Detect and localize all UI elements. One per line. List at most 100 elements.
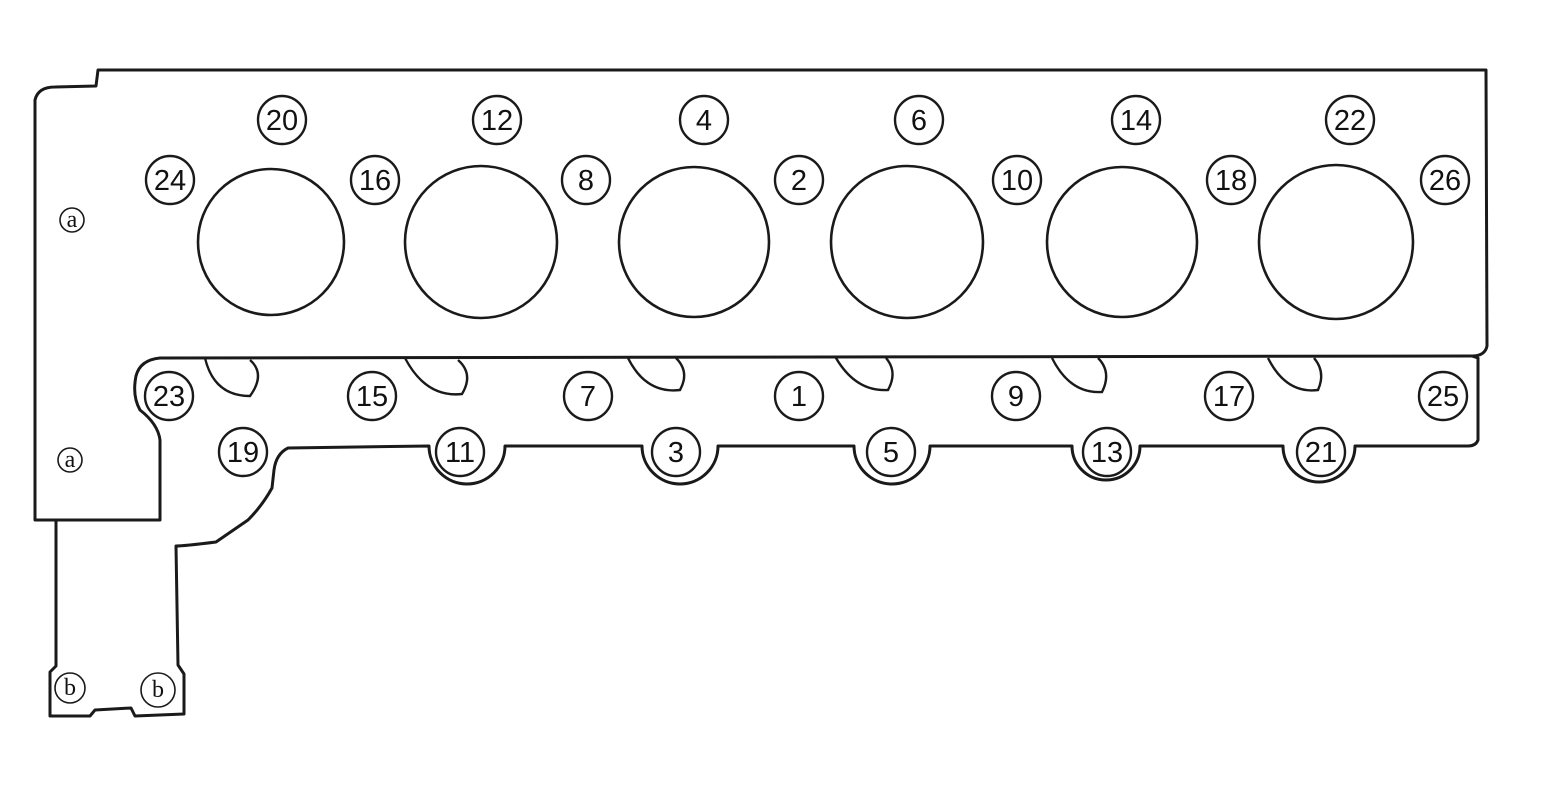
- bolt-circle: [773, 154, 825, 206]
- bolt-sequence: 1234567891011121314151617181920212223242…: [143, 94, 1471, 478]
- bolt-number-label: 16: [359, 165, 391, 197]
- bolt-6: 6: [893, 94, 945, 146]
- bolt-9: 9: [990, 370, 1042, 422]
- bolt-number-label: 2: [791, 165, 807, 197]
- bolt-circle: [217, 426, 269, 478]
- bolt-22: 22: [1324, 94, 1376, 146]
- dowel-label: a: [65, 447, 76, 473]
- dowel-marks: a a b b: [54, 207, 176, 708]
- bolt-circle: [1110, 94, 1162, 146]
- port-slot: [834, 357, 894, 392]
- bolt-circle: [1205, 154, 1257, 206]
- bolt-20: 20: [256, 94, 308, 146]
- port-slot: [1050, 357, 1108, 394]
- lower-flange-outline: [48, 354, 1480, 718]
- cylinder-bores: [196, 163, 1415, 321]
- bore-3: [617, 165, 771, 319]
- dowel-circle: [140, 672, 176, 708]
- port-slot: [203, 357, 260, 398]
- bore-6: [1257, 163, 1415, 321]
- dowel-a: a: [59, 207, 85, 233]
- bolt-number-label: 23: [153, 381, 185, 413]
- bolt-number-label: 10: [1001, 165, 1033, 197]
- bolt-number-label: 11: [445, 437, 475, 469]
- bolt-number-label: 7: [580, 381, 596, 413]
- bolt-16: 16: [349, 154, 401, 206]
- bolt-23: 23: [143, 370, 195, 422]
- bolt-number-label: 26: [1429, 165, 1461, 197]
- dowel-a: a: [57, 447, 83, 473]
- bolt-1: 1: [773, 370, 825, 422]
- bore-2: [403, 164, 559, 320]
- bolt-circle: [560, 154, 612, 206]
- bolt-number-label: 25: [1427, 381, 1459, 413]
- bolt-12: 12: [471, 94, 523, 146]
- bolt-21: 21: [1295, 426, 1347, 478]
- bolt-number-label: 4: [696, 105, 712, 137]
- dowel-label: b: [152, 677, 164, 703]
- bolt-number-label: 12: [481, 105, 513, 137]
- dowel-circle: [54, 672, 86, 704]
- bolt-circle: [1417, 370, 1469, 422]
- bolt-number-label: 20: [266, 105, 298, 137]
- bolt-17: 17: [1203, 370, 1255, 422]
- bolt-number-label: 18: [1215, 165, 1247, 197]
- bolt-number-label: 17: [1213, 381, 1245, 413]
- port-slots: [203, 357, 1323, 398]
- bolt-number-label: 14: [1120, 105, 1152, 137]
- bolt-circle: [434, 426, 486, 478]
- bore-5: [1045, 165, 1199, 319]
- bolt-circle: [990, 370, 1042, 422]
- bolt-number-label: 1: [791, 381, 807, 413]
- dowel-label: b: [64, 675, 76, 701]
- bolt-circle: [346, 370, 398, 422]
- bore-4: [829, 164, 985, 320]
- bolt-circle: [144, 154, 196, 206]
- bolt-number-label: 24: [154, 165, 186, 197]
- bolt-number-label: 3: [668, 437, 684, 469]
- bolt-number-label: 21: [1305, 437, 1337, 469]
- bolt-13: 13: [1081, 426, 1133, 478]
- bolt-3: 3: [650, 426, 702, 478]
- bolt-circle: [893, 94, 945, 146]
- bolt-2: 2: [773, 154, 825, 206]
- bolt-number-label: 9: [1008, 381, 1024, 413]
- bolt-circle: [1324, 94, 1376, 146]
- dowel-circle: [57, 447, 83, 473]
- bolt-7: 7: [562, 370, 614, 422]
- bolt-circle: [991, 154, 1043, 206]
- port-slot: [626, 357, 686, 392]
- bolt-circle: [650, 426, 702, 478]
- bolt-number-label: 22: [1334, 105, 1366, 137]
- dowel-circle: [59, 207, 85, 233]
- bolt-number-label: 6: [911, 105, 927, 137]
- bolt-circle: [1295, 426, 1347, 478]
- bolt-circle: [865, 426, 917, 478]
- bolt-circle: [562, 370, 614, 422]
- bolt-15: 15: [346, 370, 398, 422]
- bolt-24: 24: [144, 154, 196, 206]
- bolt-circle: [773, 370, 825, 422]
- bolt-circle: [256, 94, 308, 146]
- bore-1: [196, 167, 346, 317]
- bolt-circle: [1419, 154, 1471, 206]
- bolt-circle: [349, 154, 401, 206]
- dowel-label: a: [67, 207, 78, 233]
- bolt-circle: [1203, 370, 1255, 422]
- bolt-18: 18: [1205, 154, 1257, 206]
- port-slot: [403, 357, 469, 396]
- bolt-number-label: 5: [883, 437, 899, 469]
- bolt-14: 14: [1110, 94, 1162, 146]
- bolt-number-label: 13: [1091, 437, 1123, 469]
- bolt-number-label: 8: [578, 165, 594, 197]
- bolt-number-label: 15: [356, 381, 388, 413]
- bolt-4: 4: [678, 94, 730, 146]
- bolt-19: 19: [217, 426, 269, 478]
- bolt-circle: [1081, 426, 1133, 478]
- dowel-b: b: [54, 672, 86, 704]
- bolt-25: 25: [1417, 370, 1469, 422]
- cylinder-head-outline: [33, 68, 1489, 522]
- bolt-circle: [678, 94, 730, 146]
- bolt-number-label: 19: [227, 437, 259, 469]
